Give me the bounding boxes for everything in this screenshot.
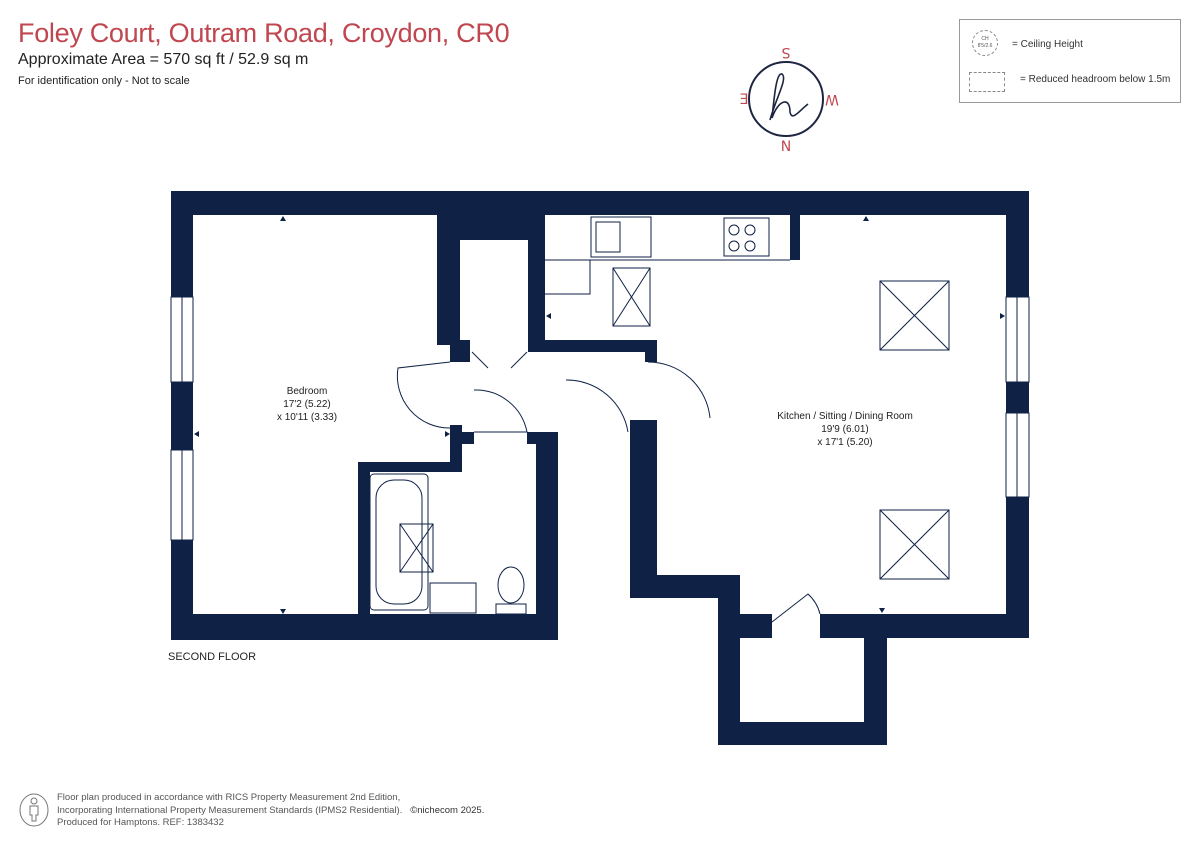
property-title: Foley Court, Outram Road, Croydon, CR0 xyxy=(18,18,510,48)
basin-icon xyxy=(429,582,477,614)
bathroom-fittings xyxy=(369,473,527,615)
room-dimension: x 17'1 (5.20) xyxy=(817,437,873,448)
approximate-area: Approximate Area = 570 sq ft / 52.9 sq m xyxy=(18,51,309,68)
footer-line: Floor plan produced in accordance with R… xyxy=(57,792,401,803)
footer-line: Produced for Hamptons. REF: 1383432 xyxy=(57,817,224,828)
walls xyxy=(171,191,1029,745)
compass-w: W xyxy=(825,91,839,107)
hob-icon xyxy=(723,217,770,257)
kitchen-fittings xyxy=(545,216,950,580)
room-dimension: 17'2 (5.22) xyxy=(283,399,331,410)
room-name: Kitchen / Sitting / Dining Room xyxy=(777,411,913,422)
legend-ceiling-height: = Ceiling Height xyxy=(1012,39,1083,50)
reduced-headroom-marker xyxy=(612,267,651,327)
windows xyxy=(170,296,1030,541)
reduced-headroom-marker xyxy=(879,509,950,580)
scale-note: For identification only - Not to scale xyxy=(18,75,190,87)
toilet-icon xyxy=(497,566,525,604)
legend-reduced-headroom: = Reduced headroom below 1.5m xyxy=(1020,74,1171,85)
floor-label: SECOND FLOOR xyxy=(168,651,257,663)
reduced-headroom-marker xyxy=(399,523,434,573)
footer-text: Floor plan produced in accordance with R… xyxy=(57,792,484,830)
sink-icon xyxy=(590,216,652,258)
footer-line: Incorporating International Property Mea… xyxy=(57,804,403,816)
reduced-headroom-marker xyxy=(879,280,950,351)
room-bedroom: Bedroom 17'2 (5.22) x 10'11 (3.33) xyxy=(252,385,362,424)
copyright: ©nichecom 2025. xyxy=(410,804,485,816)
badge-line1: CH xyxy=(981,36,989,42)
compass-s: S xyxy=(781,44,790,60)
compass-n: N xyxy=(781,139,791,155)
room-kitchen: Kitchen / Sitting / Dining Room 19'9 (6.… xyxy=(750,410,940,449)
compass-icon: S E W N xyxy=(740,44,839,155)
doors xyxy=(396,351,821,623)
bath-icon xyxy=(369,473,429,611)
room-dimension: 19'9 (6.01) xyxy=(821,424,869,435)
badge-line2: 8'5/2.6 xyxy=(977,43,993,49)
room-name: Bedroom xyxy=(286,386,328,397)
compass-e: E xyxy=(740,92,749,108)
person-icon xyxy=(19,793,49,827)
room-dimension: x 10'11 (3.33) xyxy=(276,412,338,423)
reduced-headroom-swatch xyxy=(969,72,1005,92)
measure-arrows xyxy=(194,216,1005,614)
